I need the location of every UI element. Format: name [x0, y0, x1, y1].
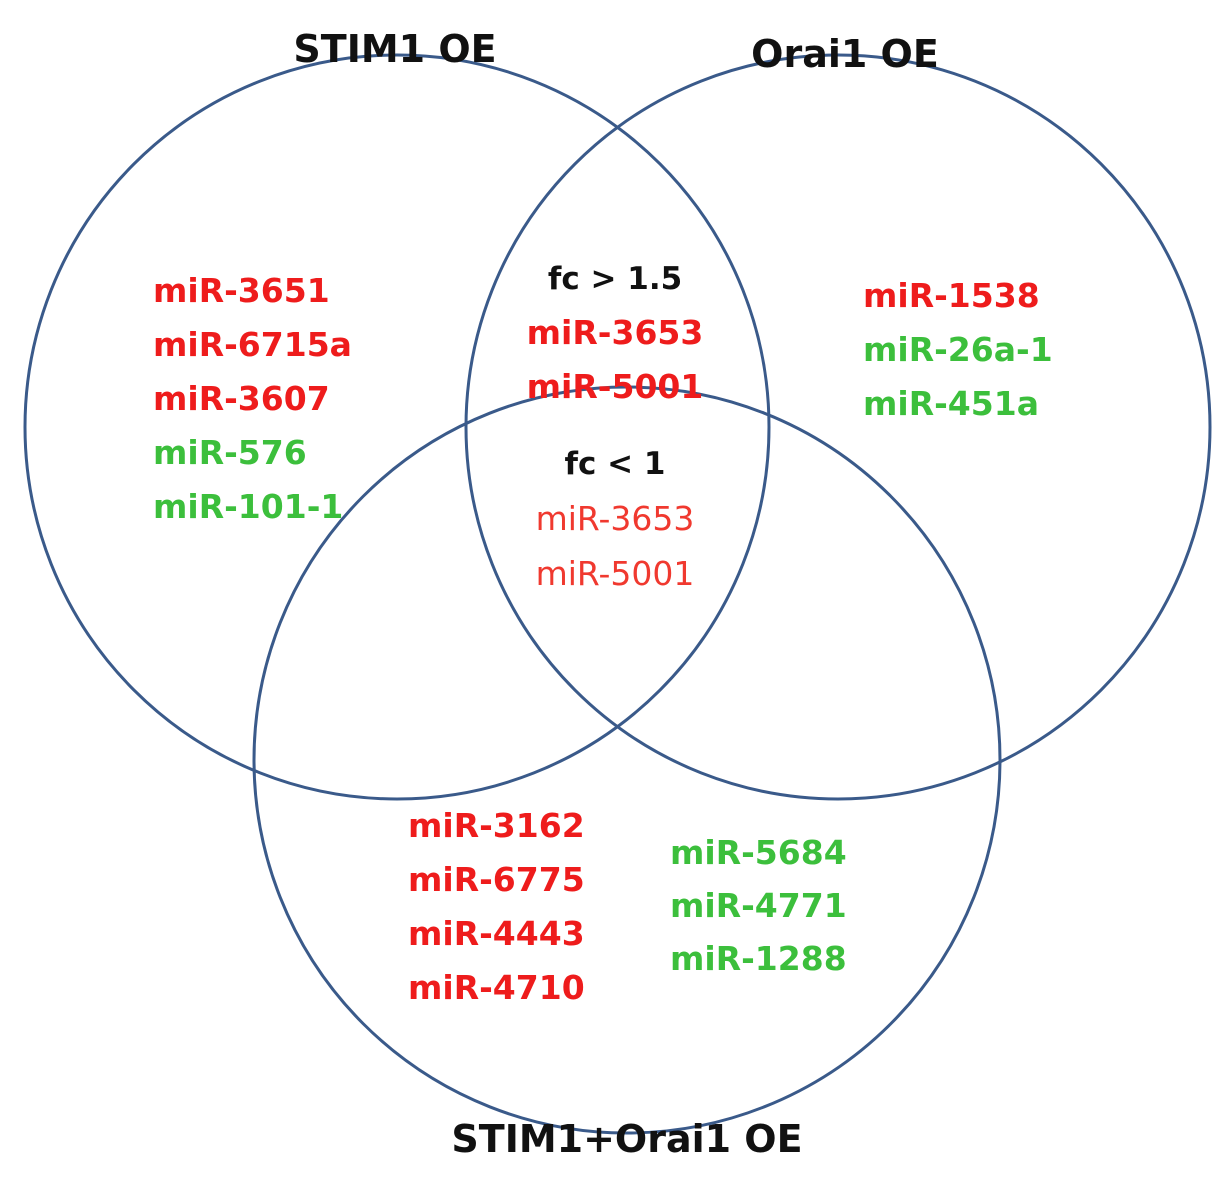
- mirna-label: miR-1288: [670, 939, 847, 978]
- mirna-label: miR-3653: [527, 313, 704, 352]
- mirna-label: miR-451a: [863, 384, 1039, 423]
- triple-overlap-region: fc < 1 miR-3653 miR-5001: [536, 446, 695, 593]
- orai1-circle: [464, 53, 1212, 801]
- stim1-orai1-overlap-region: fc > 1.5 miR-3653 miR-5001: [527, 261, 704, 406]
- combined-only-down-list: miR-5684 miR-4771 miR-1288: [670, 833, 847, 978]
- mirna-label: miR-4771: [670, 886, 847, 925]
- mirna-label: miR-6775: [408, 860, 585, 899]
- mirna-label: miR-576: [153, 433, 307, 472]
- mirna-label: miR-5684: [670, 833, 847, 872]
- mirna-label: miR-5001: [536, 554, 695, 593]
- combined-only-up-list: miR-3162 miR-6775 miR-4443 miR-4710: [408, 806, 585, 1007]
- stim1-set-label: STIM1 OE: [293, 27, 496, 71]
- fc-threshold-header: fc < 1: [565, 446, 666, 482]
- stim1-circle: [23, 53, 771, 801]
- combined-set-label: STIM1+Orai1 OE: [451, 1117, 802, 1161]
- mirna-label: miR-1538: [863, 276, 1040, 315]
- mirna-label: miR-6715a: [153, 325, 352, 364]
- mirna-label: miR-3607: [153, 379, 330, 418]
- mirna-label: miR-5001: [527, 367, 704, 406]
- combined-circle: [252, 385, 1002, 1135]
- mirna-label: miR-3653: [536, 499, 695, 538]
- orai1-set-label: Orai1 OE: [751, 32, 939, 76]
- fc-threshold-header: fc > 1.5: [548, 261, 682, 297]
- mirna-label: miR-101-1: [153, 487, 343, 526]
- stim1-only-region: miR-3651 miR-6715a miR-3607 miR-576 miR-…: [153, 271, 352, 526]
- mirna-label: miR-4710: [408, 968, 585, 1007]
- orai1-only-region: miR-1538 miR-26a-1 miR-451a: [863, 276, 1053, 423]
- mirna-label: miR-3651: [153, 271, 330, 310]
- mirna-label: miR-3162: [408, 806, 585, 845]
- mirna-label: miR-26a-1: [863, 330, 1053, 369]
- mirna-label: miR-4443: [408, 914, 585, 953]
